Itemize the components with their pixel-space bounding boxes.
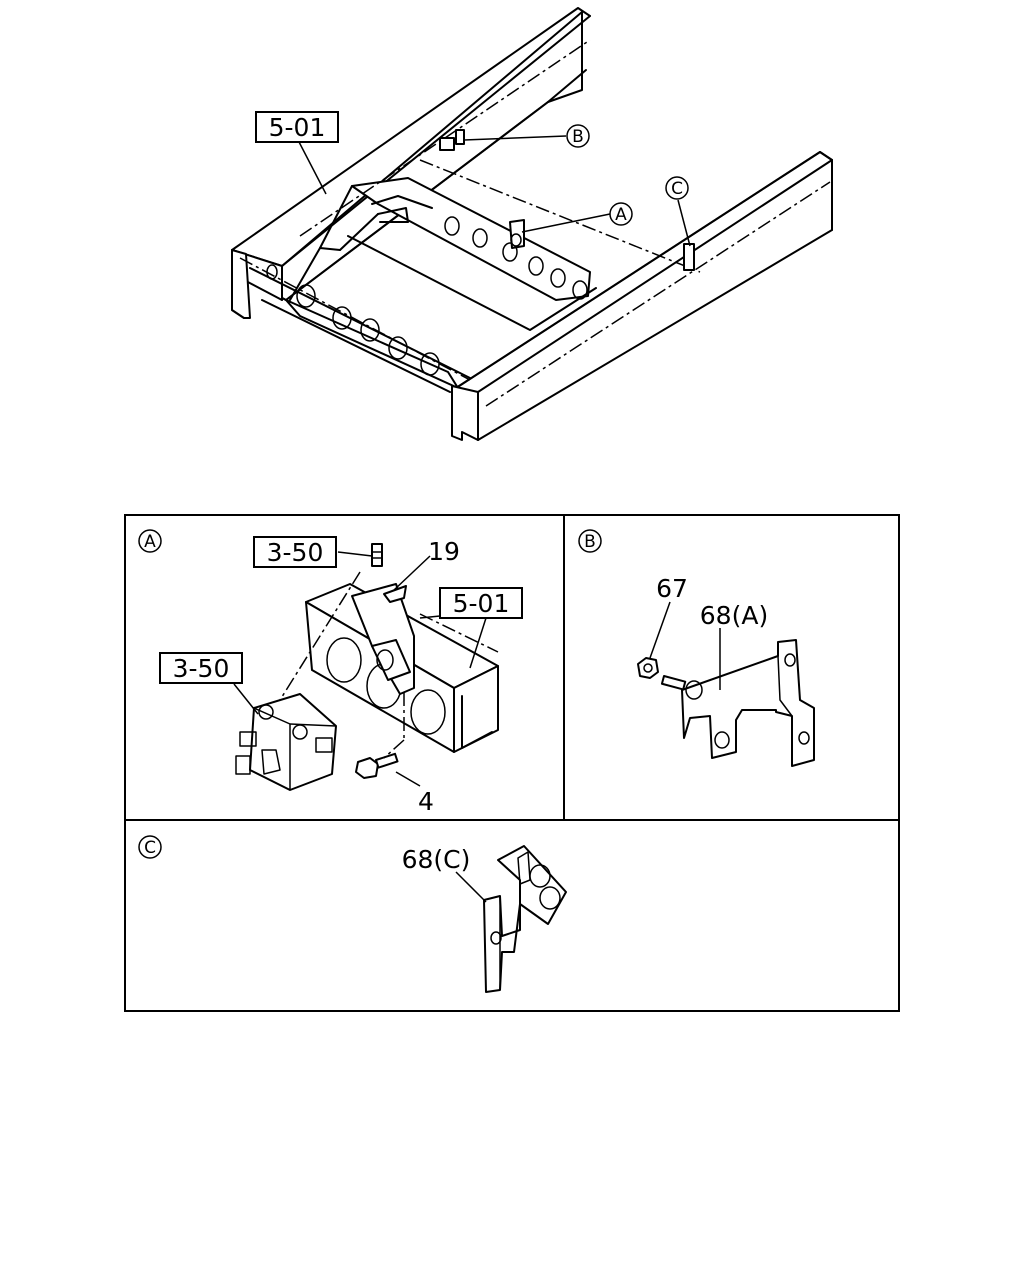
overview-callout-b-text: B: [572, 127, 584, 147]
detail-a-bolt-4: [355, 752, 399, 779]
detail-a-ref-5-01-box: [439, 587, 523, 619]
detail-a-heading: A: [144, 532, 156, 552]
detail-b-heading: B: [584, 532, 596, 552]
detail-b-stud: [660, 675, 687, 691]
detail-b-part-68a: 68(A): [700, 601, 768, 630]
detail-b-part-67: 67: [656, 574, 688, 603]
detail-a-ref-3-50-left: 3-50: [173, 654, 230, 683]
detail-a-ref-5-01: 5-01: [453, 589, 510, 618]
detail-a-valve-assembly: [235, 693, 337, 791]
detail-a-ref-3-50-top-box: [253, 536, 337, 568]
chassis-frame-drawing: [231, 7, 833, 441]
overview-callout-a: A: [609, 202, 633, 226]
detail-c-bracket-68c: [483, 845, 567, 993]
detail-a-part-4: 4: [418, 787, 434, 816]
detail-b-bracket-68a: [681, 639, 815, 767]
overview-callout-c-text: C: [671, 179, 683, 199]
detail-a-panel: A: [138, 529, 523, 816]
detail-a-ref-3-50-top: 3-50: [267, 538, 324, 567]
detail-b-panel: B 67 68(A): [578, 529, 815, 767]
overview-leaders: [297, 135, 691, 247]
detail-a-part-19: 19: [428, 537, 460, 566]
detail-a-ref-3-50-left-box: [159, 652, 243, 684]
overview-callout-c: C: [665, 176, 689, 200]
detail-c-heading: C: [144, 838, 156, 858]
detail-c-part-68c: 68(C): [402, 845, 471, 874]
detail-b-nut-67: [637, 657, 659, 679]
overview-ref-5-01: 5-01: [255, 111, 339, 143]
overview-callout-a-text: A: [615, 205, 627, 225]
detail-c-panel: C 68(C): [138, 835, 567, 993]
detail-a-bracket-19: [351, 583, 415, 695]
detail-a-top-bolt: [371, 543, 383, 567]
detail-panels-frame: [124, 514, 900, 1012]
overview-callout-b: B: [566, 124, 590, 148]
overview-ref-5-01-text: 5-01: [269, 113, 326, 142]
